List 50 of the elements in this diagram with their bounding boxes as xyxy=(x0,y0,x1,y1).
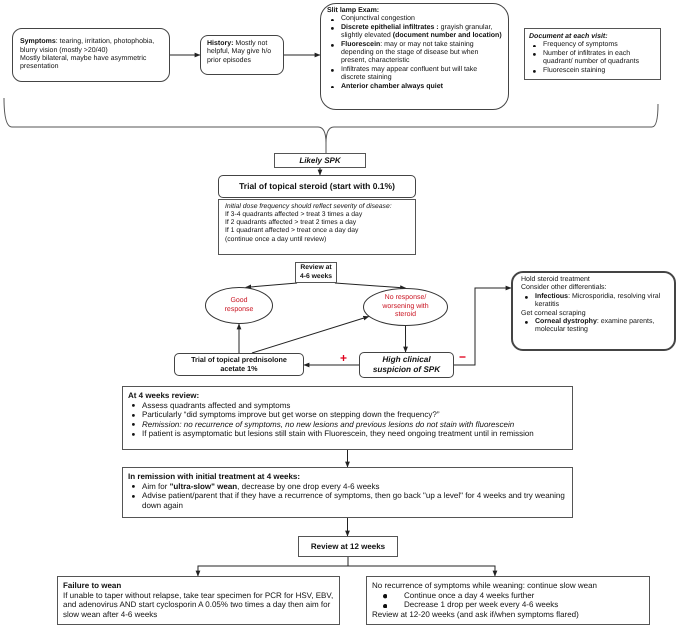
arrow xyxy=(170,52,201,58)
box-heading: In remission with initial treatment at 4 weeks: xyxy=(128,472,302,482)
arrow xyxy=(348,556,498,577)
arrow xyxy=(454,286,512,366)
process-box xyxy=(366,576,650,625)
bullet-item: Assess quadrants affected and symptoms xyxy=(142,400,290,410)
process-box xyxy=(298,536,398,557)
bullet-item: If patient is asymptomatic but lesions still stain with Fluorescein, they need ongoing treatment until in remission xyxy=(142,429,534,438)
box-heading: Failure to wean xyxy=(63,581,122,591)
rounded-box xyxy=(511,271,676,351)
rounded-box xyxy=(218,175,416,198)
box-text: If unable to taper without relapse, take tear specimen for PCR for HSV, EBV, and adenovirus AND start cyclosporin A 0.05% two times a day then aim for slow wean after 4-6 weeks xyxy=(63,590,334,620)
arrow xyxy=(318,168,322,176)
outcome-ellipse xyxy=(205,287,273,324)
process-box xyxy=(218,199,416,255)
bullet-item: Continue once a day 4 weeks further xyxy=(404,590,534,600)
outcome-ellipse xyxy=(363,288,448,326)
process-box xyxy=(122,386,573,450)
process-box xyxy=(295,262,337,283)
rounded-box xyxy=(320,3,509,110)
process-box xyxy=(122,467,573,518)
process-box xyxy=(524,28,661,80)
arrow xyxy=(303,362,360,368)
edge-label: + xyxy=(339,352,348,364)
bullet-item: Particularly “did symptoms improve but get worse on stepping down the frequency?” xyxy=(142,410,440,420)
process-box xyxy=(57,576,340,625)
bullet-item: Remission: no recurrence of symptoms, no new lesions and previous lesions do not stain with fluorescein xyxy=(142,420,514,429)
bullet-item: Decrease 1 drop per week every 4-6 weeks xyxy=(404,600,558,610)
arrow xyxy=(252,316,370,354)
rounded-box xyxy=(174,353,304,376)
process-box xyxy=(274,153,366,168)
rounded-box xyxy=(12,28,170,82)
arrow xyxy=(284,52,321,58)
box-heading: Likely SPK xyxy=(298,156,342,166)
arrow xyxy=(245,282,298,290)
box-heading: Trial of topical steroid (start with 0.1%) xyxy=(238,181,396,192)
bullet-item: Aim for "ultra-slow" wean, decrease by one drop every 4-6 weeks xyxy=(142,482,380,491)
arrow xyxy=(334,282,406,290)
arrow xyxy=(403,326,408,353)
rounded-box xyxy=(359,352,454,378)
rounded-box xyxy=(200,35,284,75)
box-heading: Review at 12 weeks xyxy=(310,542,386,552)
arrow xyxy=(345,450,350,468)
box-text: No recurrence of symptoms while weaning: continue slow wean xyxy=(372,581,598,591)
box-text: Review at 12-20 weeks (and ask if/when symptoms flared) xyxy=(372,610,580,620)
box-heading: At 4 weeks review: xyxy=(128,391,200,401)
arrow xyxy=(236,323,242,354)
arrow xyxy=(345,518,350,537)
box-heading: High clinical suspicion of SPK xyxy=(372,355,442,375)
bullet-item: Advise patient/parent that if they have a recurrence of symptoms, then go back "up a level" for 4 weeks and try weaning down again xyxy=(142,491,565,510)
